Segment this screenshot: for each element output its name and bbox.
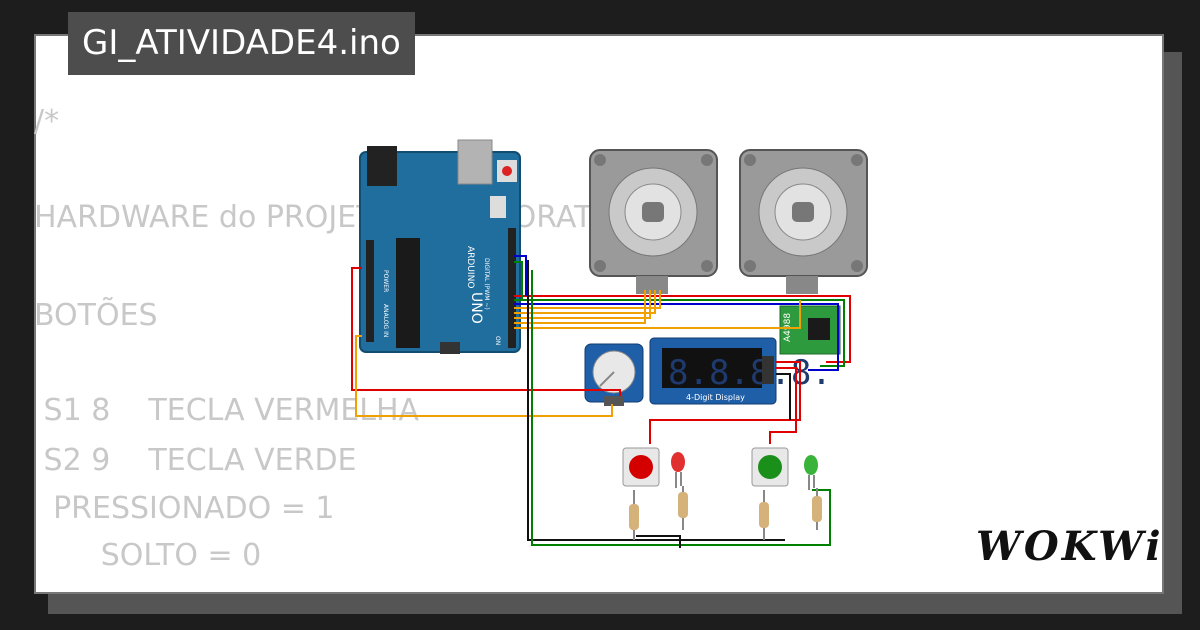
a4988-driver: A4988: [779, 305, 841, 355]
code-line-4: S1 8 TECLA VERMELHA: [34, 393, 420, 428]
board-analog-label: ANALOG IN: [382, 304, 389, 337]
wokwi-logo: WOKWi: [976, 523, 1164, 570]
wires: [351, 255, 851, 548]
green-push-button[interactable]: [751, 447, 789, 487]
resistor-3: [759, 490, 769, 540]
code-line-3: BOTÕES: [34, 298, 158, 333]
four-digit-display: 8.8.8.8. 4-Digit Display: [649, 337, 832, 405]
file-title: GI_ATIVIDADE4.ino: [68, 12, 415, 75]
display-digits: 8.8.8.8.: [668, 353, 832, 393]
potentiometer: [584, 343, 644, 406]
board-model: UNO: [468, 292, 484, 324]
board-brand: ARDUINO: [465, 246, 475, 288]
resistor-2: [678, 486, 688, 530]
stepper-motor-2: [739, 149, 868, 294]
red-led: [671, 452, 685, 488]
stepper-motor-1: [589, 149, 718, 294]
code-line-1: /*: [34, 104, 60, 139]
green-led: [804, 455, 818, 490]
arduino-uno-board: ARDUINO UNO ON DIGITAL (PWM ~) POWER ANA…: [359, 139, 521, 354]
red-push-button[interactable]: [622, 447, 660, 487]
code-line-7: SOLTO = 0: [34, 538, 262, 573]
code-line-6: PRESSIONADO = 1: [34, 491, 335, 526]
display-label: 4-Digit Display: [686, 393, 745, 402]
board-on-label: ON: [494, 336, 501, 345]
board-power-label: POWER: [382, 270, 389, 292]
code-line-5: S2 9 TECLA VERDE: [34, 443, 357, 478]
board-digital-label: DIGITAL (PWM ~): [483, 258, 490, 310]
resistor-1: [629, 490, 639, 540]
resistor-4: [812, 488, 822, 530]
